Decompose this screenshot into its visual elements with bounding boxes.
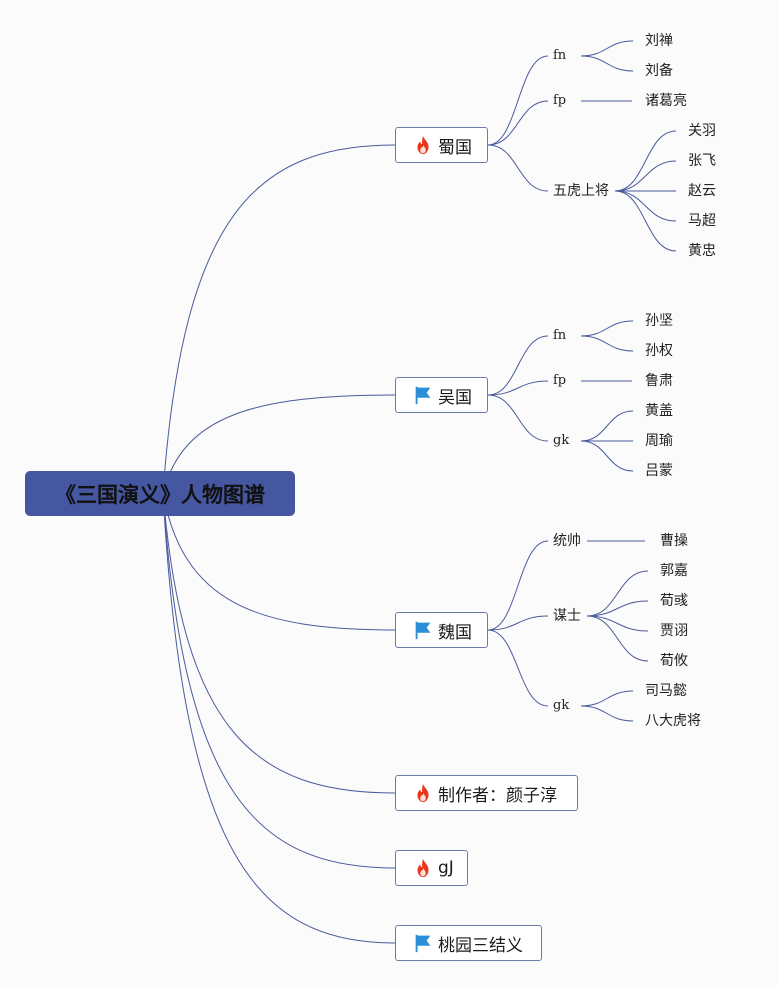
branch-link: [487, 100, 549, 146]
leaf-link: [580, 705, 634, 722]
flag-icon: [415, 386, 431, 405]
branch-label: 桃园三结义: [438, 935, 523, 956]
leaf-item[interactable]: 孙权: [645, 343, 673, 359]
leaf-item[interactable]: 关羽: [688, 123, 716, 139]
branch-label: 制作者：颜子淳: [438, 785, 557, 806]
leaf-item[interactable]: 孙坚: [645, 313, 673, 329]
leaf-item[interactable]: 曹操: [660, 533, 688, 549]
leaf-link: [580, 320, 634, 337]
branch-label: 魏国: [438, 622, 472, 643]
root-link: [162, 492, 396, 944]
leaf-link: [614, 190, 677, 222]
group-label[interactable]: fn: [553, 328, 567, 343]
leaf-item[interactable]: 诸葛亮: [645, 93, 687, 109]
leaf-item[interactable]: 吕蒙: [645, 463, 673, 479]
root-title: 《三国演义》人物图谱: [55, 482, 265, 507]
group-label[interactable]: 谋士: [553, 608, 581, 624]
group-label[interactable]: gk: [553, 698, 570, 713]
leaf-link: [586, 570, 649, 617]
leaf-link: [614, 190, 677, 252]
fire-icon: [417, 783, 429, 803]
branch-node[interactable]: 吴国: [395, 377, 488, 413]
root-link: [162, 394, 396, 494]
leaf-link: [580, 55, 634, 72]
branch-link: [487, 540, 549, 631]
leaf-item[interactable]: 八大虎将: [645, 713, 701, 729]
root-topic[interactable]: 《三国演义》人物图谱: [25, 471, 295, 516]
group-label[interactable]: fn: [553, 48, 567, 63]
leaf-item[interactable]: 司马懿: [645, 683, 687, 699]
fire-icon: [417, 135, 429, 155]
branch-node[interactable]: 制作者：颜子淳: [395, 775, 578, 811]
leaf-item[interactable]: 郭嘉: [660, 563, 688, 579]
branch-node[interactable]: gJ: [395, 850, 468, 886]
leaf-item[interactable]: 荀彧: [660, 593, 688, 609]
group-label[interactable]: gk: [553, 433, 570, 448]
leaf-link: [614, 160, 677, 192]
root-link: [162, 144, 396, 494]
flag-icon: [415, 934, 431, 953]
branch-label: 蜀国: [438, 137, 472, 158]
group-label[interactable]: fp: [553, 93, 567, 108]
branch-node[interactable]: 蜀国: [395, 127, 488, 163]
leaf-item[interactable]: 刘禅: [645, 33, 673, 49]
group-label[interactable]: 五虎上将: [553, 183, 609, 199]
branch-label: gJ: [438, 858, 454, 878]
group-label[interactable]: fp: [553, 373, 567, 388]
leaf-item[interactable]: 鲁肃: [645, 373, 673, 389]
leaf-link: [586, 615, 649, 662]
leaf-item[interactable]: 黄忠: [688, 243, 716, 259]
leaf-link: [580, 40, 634, 57]
branch-node[interactable]: 桃园三结义: [395, 925, 542, 961]
leaf-item[interactable]: 马超: [688, 213, 716, 229]
branch-link: [487, 144, 549, 192]
leaf-link: [586, 615, 649, 632]
leaf-item[interactable]: 黄盖: [645, 403, 673, 419]
root-link: [162, 492, 396, 794]
fire-icon: [417, 858, 429, 878]
branch-link: [487, 394, 549, 442]
branch-link: [487, 629, 549, 707]
root-link: [162, 492, 396, 631]
root-link: [162, 492, 396, 869]
flag-icon: [415, 621, 431, 640]
leaf-item[interactable]: 荀攸: [660, 653, 688, 669]
leaf-item[interactable]: 贾诩: [660, 623, 688, 639]
leaf-item[interactable]: 周瑜: [645, 433, 673, 449]
branch-link: [487, 335, 549, 396]
leaf-link: [580, 335, 634, 352]
branch-link: [487, 55, 549, 146]
leaf-link: [580, 410, 634, 442]
branch-label: 吴国: [438, 387, 472, 408]
leaf-item[interactable]: 张飞: [688, 153, 716, 169]
branch-link: [487, 380, 549, 396]
branch-link: [487, 615, 549, 631]
leaf-item[interactable]: 赵云: [688, 183, 716, 199]
leaf-link: [580, 440, 634, 472]
leaf-link: [586, 600, 649, 617]
group-label[interactable]: 统帅: [553, 533, 581, 549]
branch-node[interactable]: 魏国: [395, 612, 488, 648]
leaf-link: [580, 690, 634, 707]
leaf-link: [614, 130, 677, 192]
leaf-item[interactable]: 刘备: [645, 63, 673, 79]
